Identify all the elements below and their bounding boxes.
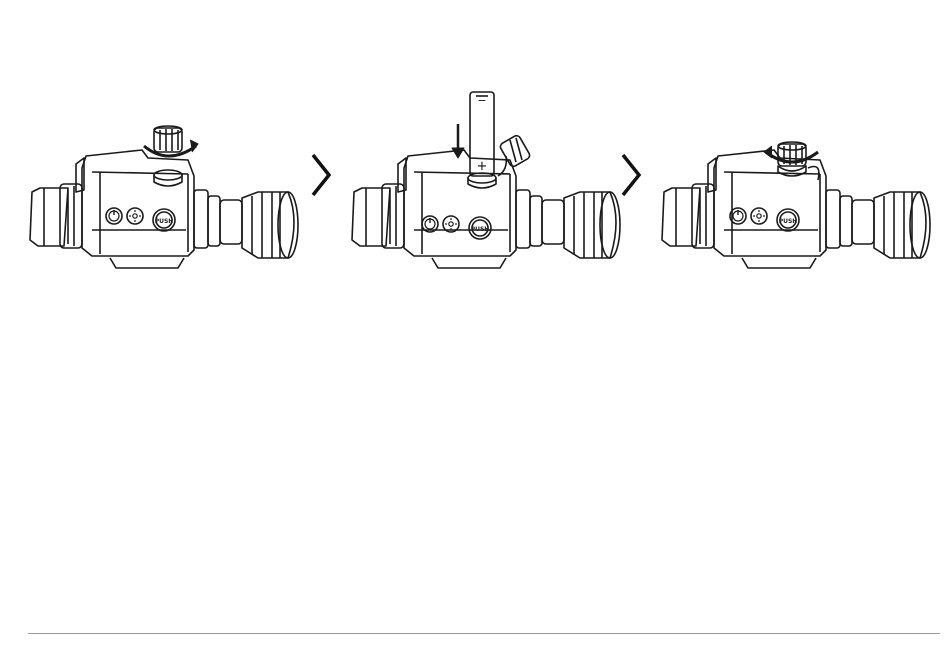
battery-cap: [498, 134, 531, 176]
objective-lens: [352, 184, 404, 248]
svg-text:PUSH: PUSH: [779, 218, 798, 225]
step-3-screw-cap: PUSH: [650, 80, 940, 280]
footer-divider: [28, 633, 940, 634]
step-1-unscrew-cap: PUSH: [18, 80, 308, 280]
power-button: [730, 208, 746, 224]
brightness-button: [443, 216, 459, 232]
objective-lens: [30, 184, 82, 248]
monocular-illustration-1: PUSH: [18, 80, 308, 280]
push-button: PUSH: [469, 217, 491, 239]
monocular-illustration-3: PUSH: [650, 80, 940, 280]
battery-negative-sign: −: [477, 94, 486, 107]
device-body: [398, 150, 516, 268]
brightness-icon: [445, 218, 457, 230]
monocular-illustration-2: PUSH − +: [340, 80, 630, 280]
rotate-arrow-icon: [144, 140, 198, 156]
chevron-right-icon: [308, 150, 334, 200]
brightness-icon: [753, 210, 765, 222]
brightness-icon: [129, 210, 141, 222]
svg-text:PUSH: PUSH: [471, 226, 490, 233]
eyepiece: [826, 190, 930, 258]
down-arrow-icon: [452, 124, 464, 158]
objective-lens: [662, 184, 714, 248]
device-body: [76, 150, 194, 268]
brightness-button: [751, 208, 767, 224]
power-button: [106, 208, 122, 224]
chevron-right-icon: [618, 150, 644, 200]
battery-positive-sign: +: [477, 159, 488, 174]
eyepiece: [194, 190, 298, 258]
svg-text:PUSH: PUSH: [155, 218, 174, 225]
eyepiece: [516, 190, 620, 258]
step-2-insert-battery: PUSH − +: [340, 80, 630, 280]
battery-icon: − +: [468, 92, 496, 188]
push-button: PUSH: [153, 209, 175, 231]
push-button: PUSH: [777, 209, 799, 231]
brightness-button: [127, 208, 143, 224]
